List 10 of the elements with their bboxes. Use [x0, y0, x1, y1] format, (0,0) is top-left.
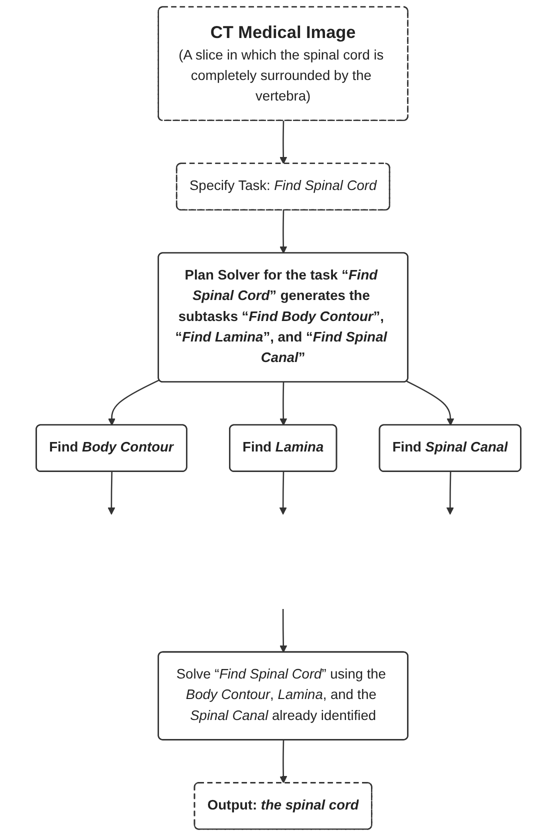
arrow [279, 472, 287, 515]
arrow [108, 379, 160, 426]
arrow [406, 380, 454, 426]
arrow [280, 608, 288, 653]
arrow [280, 740, 288, 784]
arrow [280, 210, 288, 254]
arrow [280, 120, 288, 164]
arrow [280, 382, 288, 426]
arrow [446, 472, 454, 515]
arrow [108, 472, 116, 515]
